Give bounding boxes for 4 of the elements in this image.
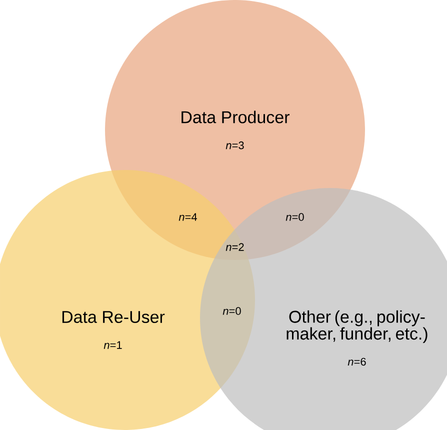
count-label: n=0 [222,307,241,315]
count-label: n=0 [286,213,304,221]
count-label: n=2 [226,243,244,251]
count-label: n=4 [178,213,197,221]
